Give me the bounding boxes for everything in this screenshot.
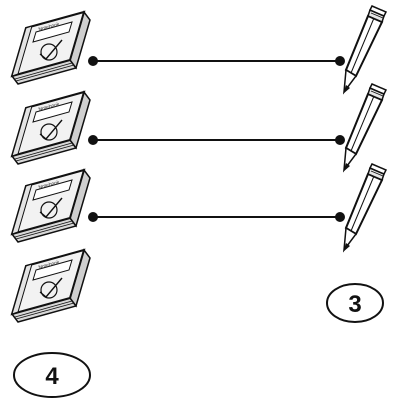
match-line <box>88 212 345 222</box>
match-line <box>88 56 345 66</box>
pencil-column <box>342 5 387 253</box>
pencil-count-badge: 3 <box>326 283 384 323</box>
notebook-icon: Notebook <box>11 11 91 85</box>
line-endpoint-dot <box>335 212 345 222</box>
notebook-cover-text: Notebook <box>38 179 61 190</box>
line-endpoint-dot <box>335 135 345 145</box>
pencil-count-label: 3 <box>348 291 361 318</box>
line-endpoint-dot <box>335 56 345 66</box>
notebook-count-label: 4 <box>45 363 59 390</box>
pencil-icon <box>342 5 387 95</box>
pencil-icon <box>342 83 387 173</box>
notebook-cover-text: Notebook <box>38 101 61 112</box>
match-line <box>88 135 345 145</box>
match-lines <box>88 56 345 222</box>
notebook-column: Notebook Notebook Notebook Notebook <box>11 11 91 323</box>
notebook-icon: Notebook <box>11 169 91 243</box>
line-endpoint-dot <box>88 212 98 222</box>
notebook-cover-text: Notebook <box>38 21 61 32</box>
pencil-icon <box>342 163 387 253</box>
line-endpoint-dot <box>88 135 98 145</box>
notebook-icon: Notebook <box>11 91 91 165</box>
notebook-icon: Notebook <box>11 249 91 323</box>
line-endpoint-dot <box>88 56 98 66</box>
notebook-count-badge: 4 <box>13 352 91 398</box>
notebook-cover-text: Notebook <box>38 259 61 270</box>
